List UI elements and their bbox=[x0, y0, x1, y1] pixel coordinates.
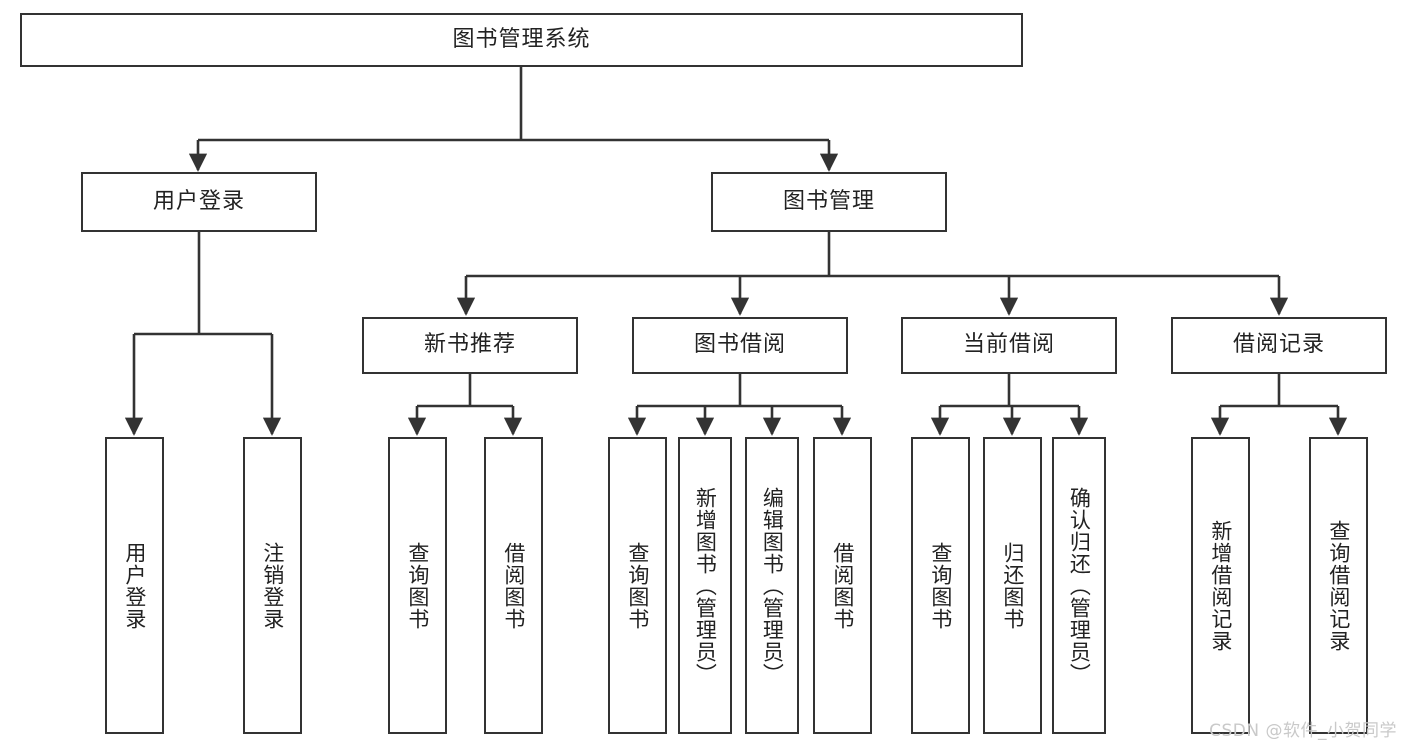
node-label: 编辑图书（管理员） bbox=[760, 486, 785, 685]
node-label: 查询图书 bbox=[928, 541, 953, 630]
node-label: 查询借阅记录 bbox=[1326, 519, 1351, 652]
node-label: 用户登录 bbox=[122, 541, 147, 630]
node-label: 查询图书 bbox=[405, 541, 430, 630]
node-label: 图书管理系统 bbox=[452, 26, 591, 52]
node-borrow-edit-book[interactable]: 编辑图书（管理员） bbox=[745, 437, 799, 734]
node-borrow-record[interactable]: 借阅记录 bbox=[1171, 317, 1387, 374]
node-recommend-borrow-book[interactable]: 借阅图书 bbox=[484, 437, 543, 734]
node-label: 确认归还（管理员） bbox=[1067, 486, 1092, 685]
node-label: 新增借阅记录 bbox=[1208, 519, 1233, 652]
node-label: 当前借阅 bbox=[962, 332, 1055, 358]
node-book-borrow[interactable]: 图书借阅 bbox=[632, 317, 848, 374]
node-book-manage[interactable]: 图书管理 bbox=[711, 172, 947, 232]
node-label: 图书借阅 bbox=[693, 332, 786, 358]
node-user-login[interactable]: 用户登录 bbox=[81, 172, 317, 232]
node-borrow-query-book[interactable]: 查询图书 bbox=[608, 437, 667, 734]
csdn-watermark: CSDN @软件_小贺同学 bbox=[1209, 721, 1397, 741]
node-borrow-add-book[interactable]: 新增图书（管理员） bbox=[678, 437, 732, 734]
node-new-book-recommend[interactable]: 新书推荐 bbox=[362, 317, 578, 374]
node-label: 借阅图书 bbox=[830, 541, 855, 630]
node-label: 查询图书 bbox=[625, 541, 650, 630]
node-label: 注销登录 bbox=[260, 541, 285, 630]
node-root-book-management-system[interactable]: 图书管理系统 bbox=[20, 13, 1023, 67]
node-recommend-query-book[interactable]: 查询图书 bbox=[388, 437, 447, 734]
node-current-confirm-return[interactable]: 确认归还（管理员） bbox=[1052, 437, 1106, 734]
node-current-borrow[interactable]: 当前借阅 bbox=[901, 317, 1117, 374]
node-label: 新书推荐 bbox=[423, 332, 516, 358]
node-label: 用户登录 bbox=[152, 188, 245, 214]
node-user-login-do[interactable]: 用户登录 bbox=[105, 437, 164, 734]
node-label: 新增图书（管理员） bbox=[693, 486, 718, 685]
node-current-return-book[interactable]: 归还图书 bbox=[983, 437, 1042, 734]
node-label: 图书管理 bbox=[782, 188, 875, 214]
node-record-query-record[interactable]: 查询借阅记录 bbox=[1309, 437, 1368, 734]
node-user-logout[interactable]: 注销登录 bbox=[243, 437, 302, 734]
node-label: 归还图书 bbox=[1000, 541, 1025, 630]
node-borrow-borrow-book[interactable]: 借阅图书 bbox=[813, 437, 872, 734]
node-label: 借阅图书 bbox=[501, 541, 526, 630]
node-label: 借阅记录 bbox=[1232, 332, 1325, 358]
node-record-add-record[interactable]: 新增借阅记录 bbox=[1191, 437, 1250, 734]
node-current-query-book[interactable]: 查询图书 bbox=[911, 437, 970, 734]
